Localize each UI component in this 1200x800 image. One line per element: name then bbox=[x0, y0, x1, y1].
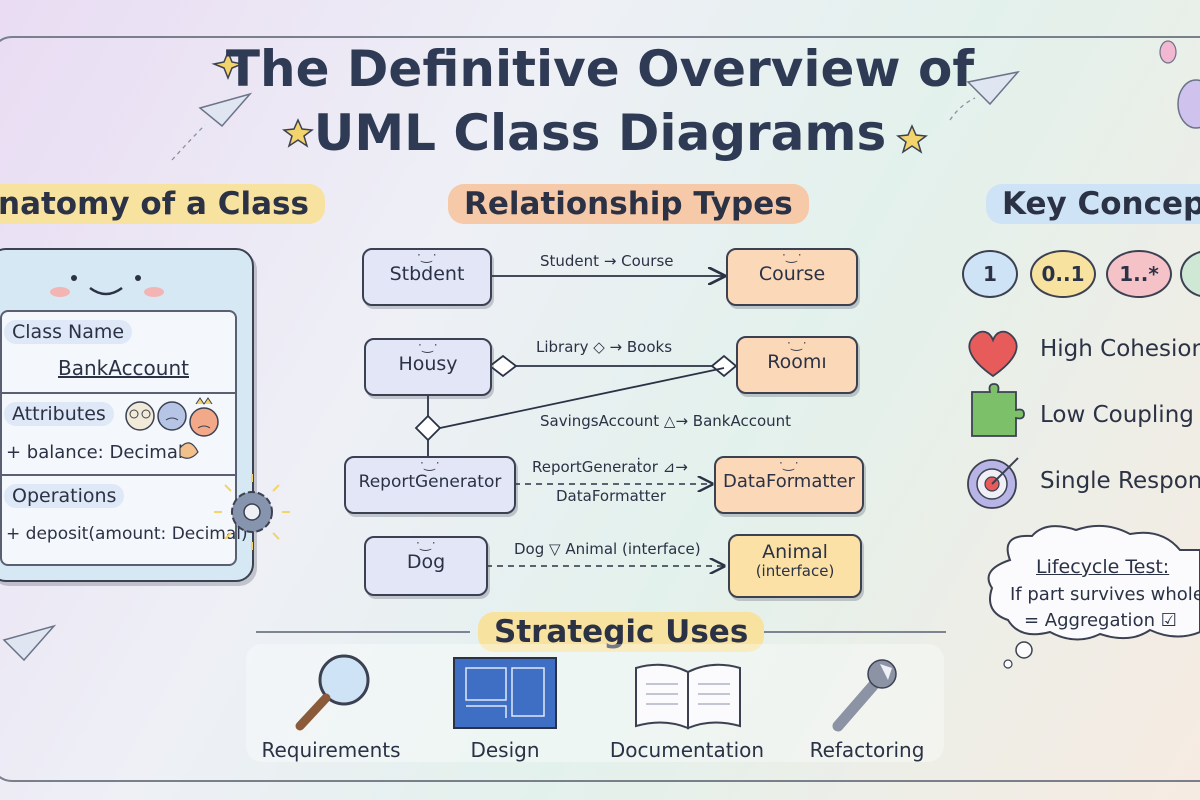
magnifier-icon bbox=[295, 654, 370, 731]
use-refactoring-label: Refactoring bbox=[809, 738, 925, 762]
use-design-label: Design bbox=[470, 738, 540, 762]
class-report-generator: ᐧ‿ᐧ ReportGenerator bbox=[344, 456, 516, 514]
heart-icon bbox=[968, 330, 1018, 378]
class-dog: ᐧ‿ᐧ Dog bbox=[364, 536, 488, 596]
aggregation-diamond bbox=[488, 354, 518, 378]
attribute-value: + balance: Decimal bbox=[6, 442, 183, 463]
star-icon bbox=[282, 118, 928, 154]
gear-icon bbox=[214, 474, 290, 550]
dependency-label: ReportGeneraṫor ⊿→ bbox=[532, 458, 688, 476]
operation-value: + deposit(amount: Decimal) bbox=[6, 524, 248, 544]
class-house: ᐧ‿ᐧ Housy bbox=[364, 338, 492, 396]
multiplicity-zero-one: 0..1 bbox=[1030, 250, 1096, 298]
target-icon bbox=[967, 457, 1019, 509]
lifecycle-title: Lifecycle Test: bbox=[1036, 556, 1170, 578]
dependency-label-2: DataFormatter bbox=[556, 487, 666, 505]
strategic-uses-heading: Strategic Uses bbox=[478, 612, 765, 652]
class-course: ᐧ‿ᐧ Course bbox=[726, 248, 858, 306]
balloon-icon bbox=[1159, 40, 1200, 129]
use-requirements-label: Requirements bbox=[261, 738, 401, 762]
generalization-label: SavingsAccount △→ BankAccount bbox=[540, 412, 792, 430]
book-icon bbox=[635, 663, 741, 730]
association-label: Student → Course bbox=[540, 252, 674, 270]
aggregation-label: Library ◇ → Books bbox=[536, 338, 673, 356]
class-data-formatter: ᐧ‿ᐧ DataFormatter bbox=[714, 456, 864, 514]
relationships-heading: Relationship Types bbox=[448, 184, 809, 224]
single-responsibility-label: Single Respons bbox=[1040, 468, 1200, 494]
low-coupling-label: Low Coupling bbox=[1040, 402, 1194, 428]
lifecycle-line2: = Aggregation ☑ bbox=[1024, 610, 1177, 631]
page-title-line2: UML Class Diagrams bbox=[313, 104, 887, 162]
high-cohesion-label: High Cohesion bbox=[1040, 336, 1200, 362]
use-documentation-label: Documentation bbox=[609, 738, 765, 762]
lifecycle-line1: If part survives whole bbox=[1010, 584, 1200, 605]
key-concept-icons bbox=[967, 330, 1025, 509]
class-animal: Animal (interface) bbox=[728, 534, 862, 598]
puzzle-icon bbox=[971, 383, 1025, 437]
class-room: ᐧ‿ᐧ Roomı bbox=[736, 336, 858, 394]
multiplicity-one: 1 bbox=[962, 250, 1018, 298]
key-concepts-heading: Key Concepts bbox=[986, 184, 1200, 224]
realization-label: Dog ▽ Animal (interface) bbox=[514, 540, 701, 558]
class-student: ᐧ‿ᐧ Stbdent bbox=[362, 248, 492, 306]
attributes-tag: Attributes bbox=[4, 402, 114, 426]
class-name-tag: Class Name bbox=[4, 320, 133, 344]
generalization-line bbox=[439, 367, 725, 429]
blueprint-icon bbox=[453, 657, 557, 729]
anatomy-heading: natomy of a Class bbox=[0, 184, 325, 224]
class-box: Class Name BankAccount Attributes + bala… bbox=[0, 310, 248, 566]
sparkle-icon bbox=[211, 49, 245, 81]
page-title-line1: The Definitive Overview of bbox=[225, 40, 975, 98]
wrench-icon bbox=[832, 659, 897, 732]
smiley-face bbox=[50, 275, 164, 297]
page-frame bbox=[0, 36, 1200, 782]
class-name-value: BankAccount bbox=[58, 356, 189, 380]
emoji-faces bbox=[125, 397, 219, 459]
paper-plane-icon bbox=[2, 70, 1021, 662]
multiplicity-one-many: 1..* bbox=[1106, 250, 1172, 298]
thought-cloud bbox=[987, 524, 1200, 669]
operations-tag: Operations bbox=[4, 484, 125, 508]
